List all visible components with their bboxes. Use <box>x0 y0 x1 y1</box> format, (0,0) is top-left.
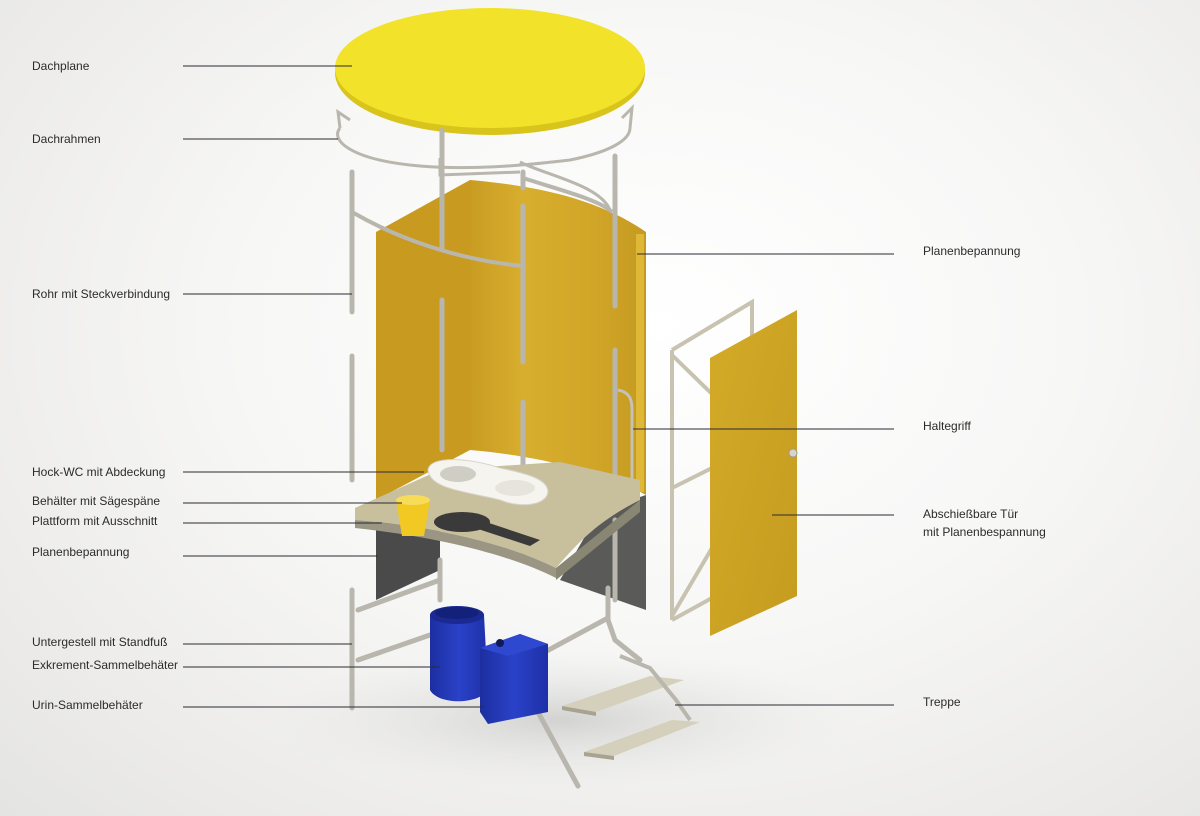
label-dachrahmen: Dachrahmen <box>32 132 101 146</box>
wall-tarp <box>376 180 646 500</box>
label-abschliessbare-tuer: Abschießbare Tür <box>923 507 1019 521</box>
urine-canister <box>480 634 548 724</box>
excrement-barrel <box>430 606 488 702</box>
squat-toilet <box>427 459 549 506</box>
label-abschliessbare-tuer-line2: mit Planenbespannung <box>923 525 1046 539</box>
label-exkrement-sammelbehaelter: Exkrement-Sammelbehäter <box>32 658 179 672</box>
label-plattform: Plattform mit Ausschnitt <box>32 514 158 528</box>
label-rohr-mit-steckverbindung: Rohr mit Steckverbindung <box>32 287 171 301</box>
floor-shadow <box>260 650 860 790</box>
door-frame <box>670 298 754 622</box>
label-untergestell: Untergestell mit Standfuß <box>32 635 168 649</box>
grab-handle <box>617 388 634 480</box>
door-tarp <box>710 310 798 636</box>
roof-tarp <box>335 8 645 135</box>
label-dachplane: Dachplane <box>32 59 90 73</box>
sawdust-bucket <box>396 495 430 536</box>
label-urin-sammelbehaelter: Urin-Sammelbehäter <box>32 698 143 712</box>
label-planenbepannung-right: Planenbepannung <box>923 244 1021 258</box>
label-planenbepannung-left: Planenbepannung <box>32 545 130 559</box>
curved-rail <box>350 176 614 268</box>
label-hock-wc: Hock-WC mit Abdeckung <box>32 465 166 479</box>
stairs <box>562 654 700 760</box>
label-haltegriff: Haltegriff <box>923 419 971 433</box>
label-behaelter-saegespaene: Behälter mit Sägespäne <box>32 494 161 508</box>
leader-lines <box>183 65 894 708</box>
label-treppe: Treppe <box>923 695 961 709</box>
